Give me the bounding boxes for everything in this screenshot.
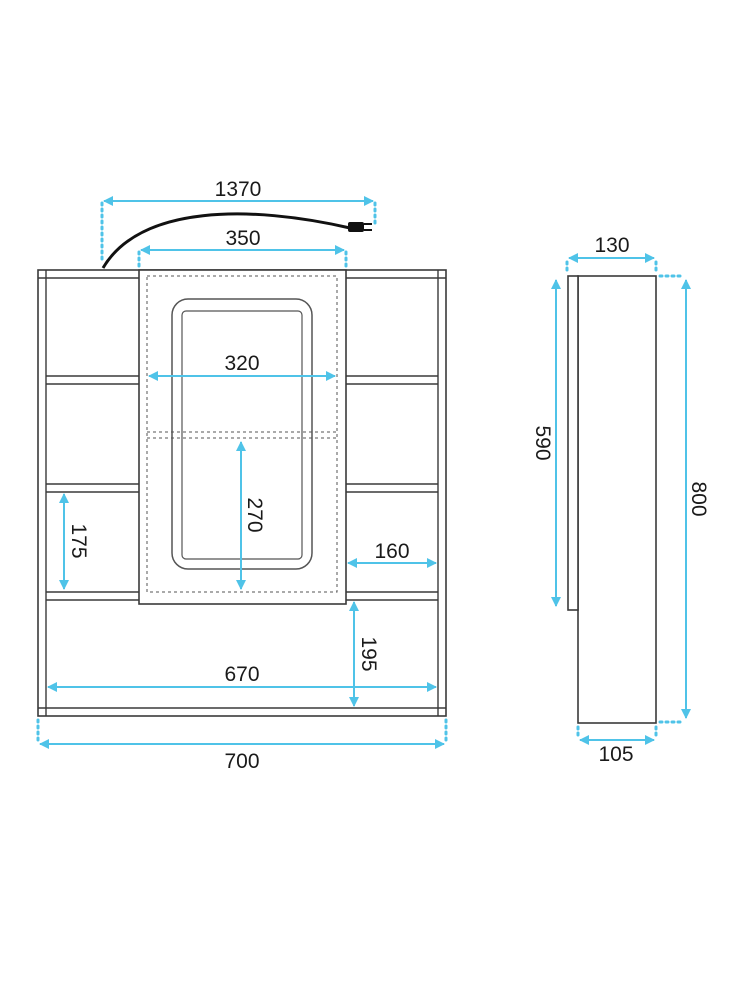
power-plug-icon (348, 222, 372, 232)
label-mirror-inner: 320 (224, 352, 259, 375)
label-shelf-height: 175 (67, 523, 90, 558)
dim-total-width (36, 718, 448, 749)
side-view: 130 590 800 105 (531, 234, 710, 766)
left-shelves (46, 375, 139, 493)
mirror-door (138, 269, 347, 605)
label-bottom-shelf-height: 195 (357, 636, 380, 671)
side-door-profile (567, 275, 579, 611)
label-inner-width: 670 (224, 663, 259, 686)
label-top-depth: 130 (594, 234, 629, 257)
label-door-height: 590 (531, 425, 554, 460)
label-total-height: 800 (687, 481, 710, 516)
dim-bottom-depth (576, 725, 658, 745)
side-cabinet-outline (577, 275, 657, 724)
dim-mirror-outer (137, 245, 348, 270)
front-view: 1370 350 320 270 175 160 195 670 700 (36, 178, 448, 773)
power-cable (101, 212, 351, 269)
dim-total-height (658, 274, 691, 724)
label-side-shelf-width: 160 (374, 540, 409, 563)
right-shelves (346, 375, 438, 493)
dim-top-depth (565, 253, 658, 276)
label-bottom-depth: 105 (598, 743, 633, 766)
label-mirror-outer: 350 (225, 227, 260, 250)
door-inner-dashed (146, 275, 338, 593)
label-mirror-height: 270 (243, 497, 266, 532)
label-total-width: 700 (224, 750, 259, 773)
label-cable-length: 1370 (215, 178, 262, 201)
dim-cable-length (100, 196, 377, 264)
